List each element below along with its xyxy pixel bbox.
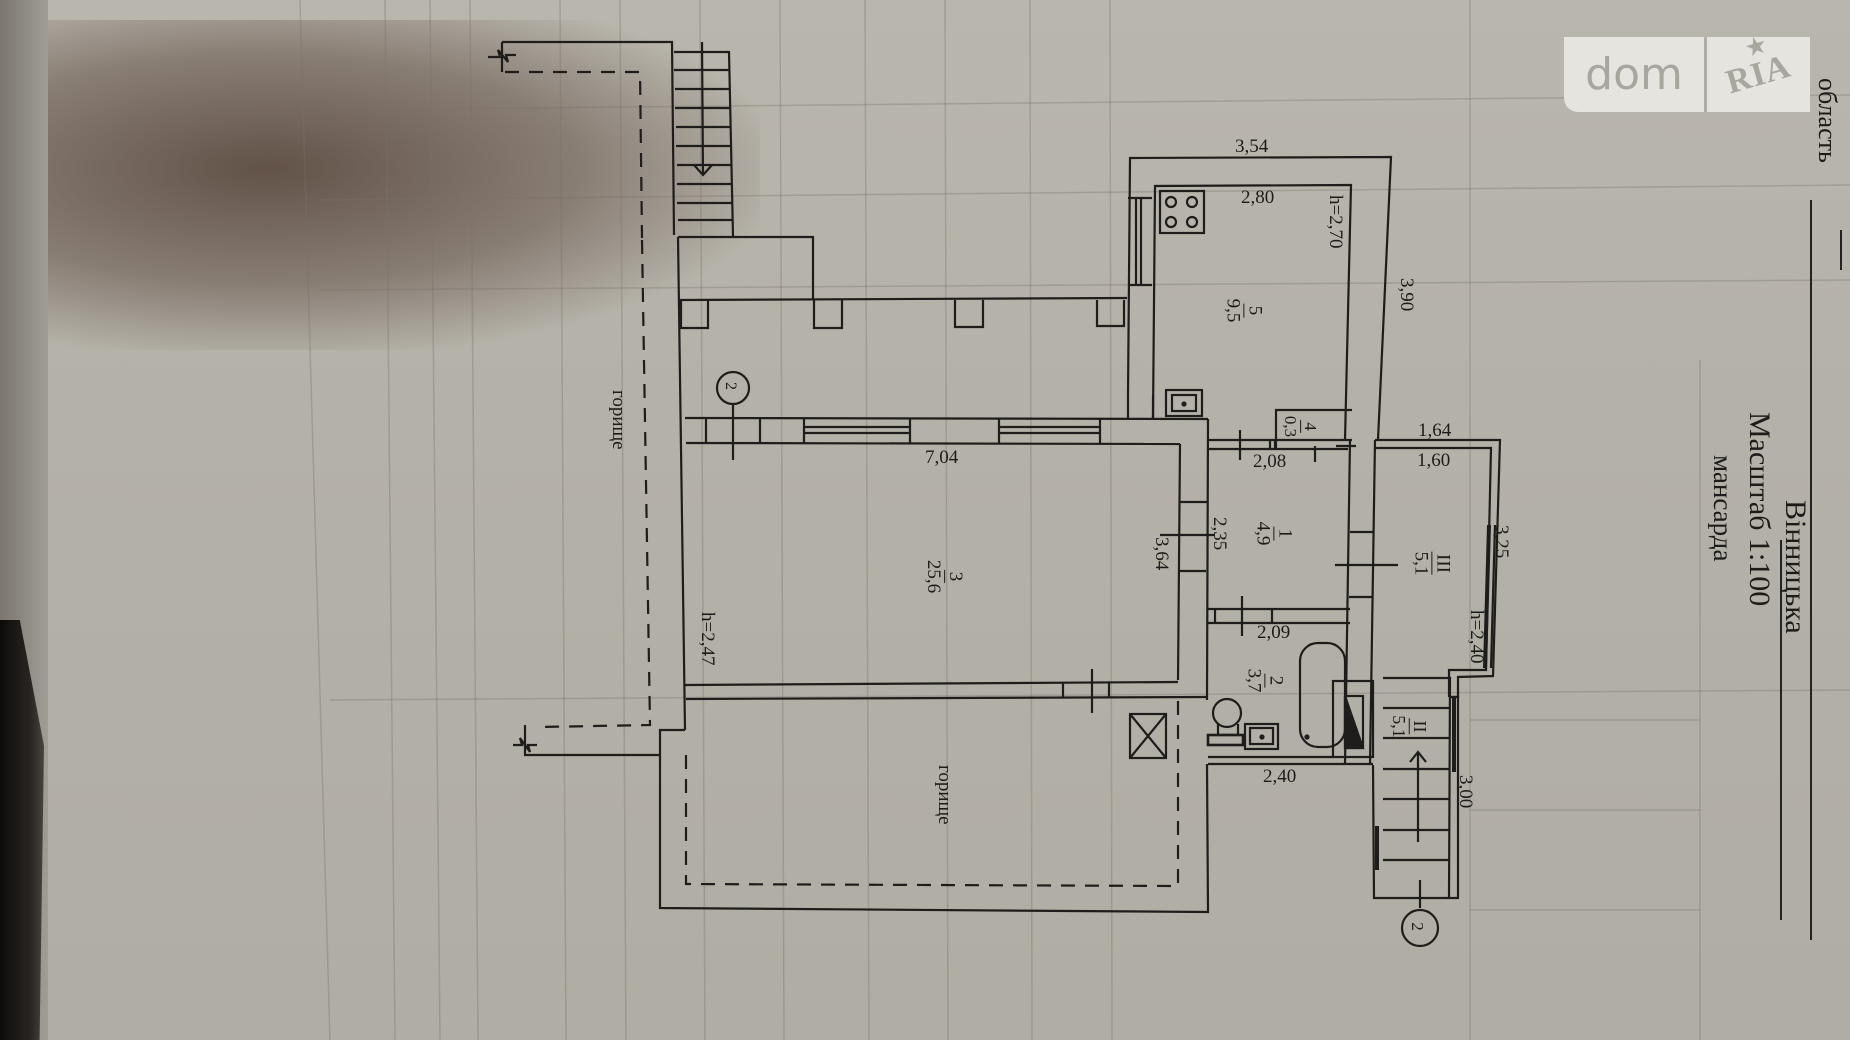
vent-shaft-icon <box>1128 712 1168 760</box>
stove-icon <box>1158 189 1206 235</box>
kitchen-walls <box>1126 155 1393 441</box>
dim-3-54: 3,54 <box>1235 136 1269 157</box>
corridor-partitions <box>684 395 1377 766</box>
kitchen-sink-icon <box>1164 388 1204 418</box>
dim-7-04: 7,04 <box>925 447 959 468</box>
section-marker-top-label: 2 <box>722 382 739 390</box>
dim-2-40: 2,40 <box>1263 766 1297 787</box>
floor-label: мансарда <box>1708 455 1738 562</box>
dim-1-64: 1,64 <box>1418 420 1452 441</box>
dim-2-08: 2,08 <box>1253 451 1287 472</box>
section-marker-top <box>715 370 751 460</box>
city-label: Вінницька <box>1779 500 1812 634</box>
closet-walls <box>1274 408 1352 448</box>
title-tick <box>1840 230 1842 270</box>
title-underline-2 <box>1780 540 1782 920</box>
dim-3-90: 3,90 <box>1396 278 1417 312</box>
section-marker-bottom-label: 2 <box>1407 922 1427 931</box>
room-3-height: h=2,47 <box>697 612 718 666</box>
dim-3-25: 3,25 <box>1491 525 1512 559</box>
room-5-height: h=2,70 <box>1325 195 1346 249</box>
section-marker-bottom <box>1400 908 1440 948</box>
title-underline-1 <box>1810 200 1812 940</box>
dim-3-00: 3,00 <box>1455 775 1476 809</box>
lower-attic-outline <box>658 700 1210 914</box>
attic-outline-left <box>513 239 660 757</box>
bathroom-fixtures <box>1206 641 1375 759</box>
dim-2-80: 2,80 <box>1241 187 1275 208</box>
wall-piers <box>679 300 1126 330</box>
domria-watermark: dom RIA <box>1564 37 1810 112</box>
dimension-ticks <box>1090 430 1398 713</box>
dim-1-60: 1,60 <box>1417 450 1451 471</box>
attic-label-bottom: горище <box>934 765 955 825</box>
dim-3-64: 3,64 <box>1151 537 1172 571</box>
attic-label-left: горище <box>608 390 629 450</box>
room-III-height: h=2,40 <box>1466 610 1487 664</box>
attic-outline-top <box>488 40 676 239</box>
region-label: область <box>1813 78 1842 163</box>
dim-2-35: 2,35 <box>1209 517 1230 551</box>
stair-up <box>1371 676 1460 908</box>
dim-2-09: 2,09 <box>1257 622 1291 643</box>
stair-down <box>674 41 735 237</box>
watermark-ria: RIA <box>1722 47 1795 102</box>
scale-label: Масштаб 1:100 <box>1743 412 1776 607</box>
watermark-dom: dom <box>1564 37 1704 112</box>
